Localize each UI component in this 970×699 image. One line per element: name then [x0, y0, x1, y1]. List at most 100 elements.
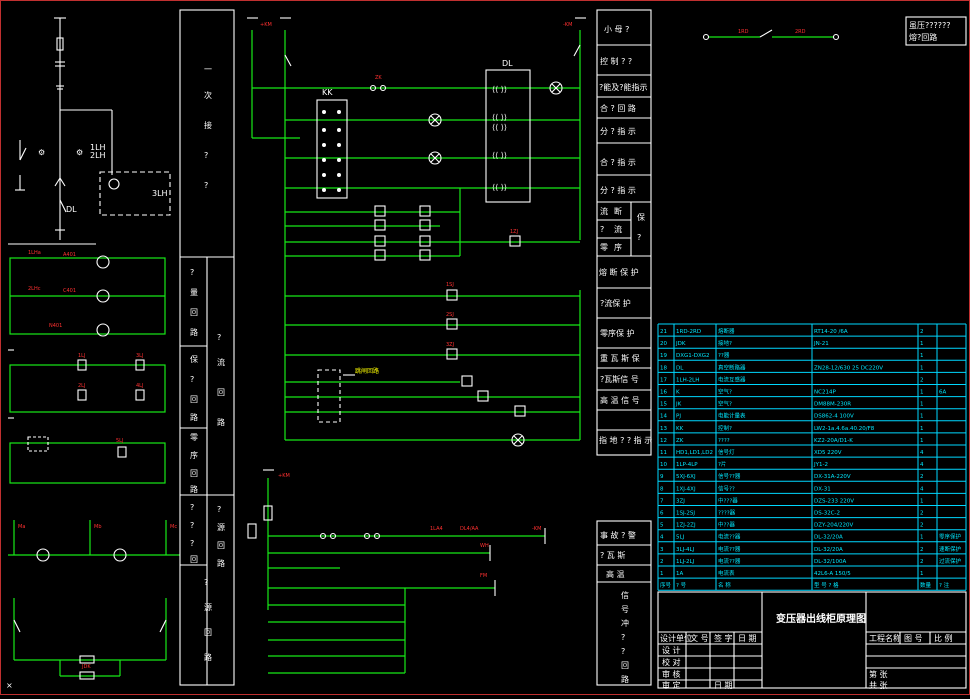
parts-table-cell-no: 9	[660, 474, 664, 480]
right-label-column: 小 母 ? 控 制 ? ? ?能及?能指示 合 ? 回 路 分 ? 指 示 合 …	[596, 9, 652, 686]
primary-label-4: ?	[204, 181, 208, 190]
svg-text:ZK: ZK	[375, 75, 382, 81]
parts-table-cell-model: DS862-4 100V	[814, 414, 854, 420]
rc-row-3: 合 ? 回 路	[600, 103, 636, 113]
tb-mid-0: 文 号	[690, 633, 709, 643]
svg-text:Mb: Mb	[94, 524, 102, 530]
parts-table-header-name: 名 称	[718, 581, 731, 589]
parts-table-cell-model: DL-32/20A	[814, 535, 843, 541]
parts-table-cell-no: 8	[660, 486, 664, 492]
parts-table-cell-name: 空气?	[718, 400, 732, 408]
parts-table-cell-qty: 4	[920, 450, 924, 456]
parts-table-cell-model: DL-32/20A	[814, 547, 843, 553]
parts-table-cell-note: 速断保护	[939, 545, 962, 553]
zero-seq-ct-box	[99, 171, 171, 216]
parts-table-cell-name: 中???器	[718, 496, 738, 504]
rc-row-4: 分 ? 指 示	[600, 126, 636, 136]
parts-table-cell-name: 电流互感器	[718, 375, 746, 383]
supply-loop-0: ?	[217, 505, 221, 514]
tb-right-0: 工程名称	[869, 633, 901, 643]
parts-table-cell-model: DM88M-230R	[814, 402, 851, 408]
rc-row-13: 指 地 ? ? 指 示	[599, 435, 652, 445]
parts-table-cell-qty: 1	[920, 390, 924, 396]
svg-text:⟨⟨ ⟩⟩: ⟨⟨ ⟩⟩	[492, 183, 507, 192]
parts-table-cell-code: HD1,LD1,LD2	[676, 450, 713, 456]
svg-text:N401: N401	[49, 323, 62, 329]
parts-table-cell-code: 3LJ-4LJ	[676, 547, 695, 553]
protect-loop-2: 回	[190, 395, 198, 404]
zero-seq-loop-2: 回	[190, 469, 198, 478]
side-c-1: 序	[614, 242, 622, 252]
parts-table-cell-no: 5	[660, 523, 664, 529]
side-b-0: ?	[600, 225, 604, 234]
parts-table-cell-qty: 1	[920, 535, 924, 541]
parts-table-cell-qty: 1	[920, 498, 924, 504]
parts-table-cell-code: 3ZJ	[676, 498, 685, 504]
primary-label-2: 接	[204, 120, 212, 130]
title-block: 变压器出线柜原理图 设计单位 设 计 校 对 审 核 审 定 文 号 签 字 日…	[657, 591, 967, 690]
rc-bottom-v5: 回	[621, 661, 629, 670]
dc-loop-3: 回	[190, 555, 198, 564]
parts-table-cell-qty: 1	[920, 571, 924, 577]
svg-text:2SJ: 2SJ	[446, 312, 454, 318]
parts-table-cell-qty: 2	[920, 474, 924, 480]
fm-label: FM	[480, 573, 487, 579]
tb-mid-2: 日 期	[738, 634, 757, 643]
measure-loop-2: 回	[190, 308, 198, 317]
parts-table-cell-code: 5LJ	[676, 535, 685, 541]
distrib-loop-1: 源	[204, 603, 212, 612]
parts-table-cell-model: DX-31A-220V	[814, 474, 851, 480]
primary-label-0: 一	[204, 65, 212, 74]
svg-text:2LHc: 2LHc	[28, 286, 41, 292]
parts-table-cell-qty: 1	[920, 365, 924, 371]
control-circuit: +KM -KM KK ZK DL ⟨⟨ ⟩⟩ ⟨⟨ ⟩⟩ ⟨⟨ ⟩⟩ ⟨⟨ ⟩⟩…	[247, 17, 586, 674]
supply-loop-2: 回	[217, 541, 225, 550]
side-c-0: 零	[600, 243, 608, 252]
parts-table-cell-model: 42L6-A 150/5	[814, 571, 851, 577]
tb-left-2: 审 核	[662, 669, 681, 679]
parts-table-cell-no: 15	[660, 402, 667, 408]
parts-table-cell-no: 11	[660, 450, 667, 456]
current-loop-0: ?	[217, 333, 221, 342]
parts-table-cell-model: DZY-204/220V	[814, 523, 854, 529]
distrib-loop-0: ?	[204, 578, 208, 587]
parts-table-cell-qty: 1	[920, 426, 924, 432]
rc-bottom-v6: 路	[621, 674, 629, 684]
svg-text:C401: C401	[63, 288, 76, 294]
rc-bottom-v3: ?	[621, 633, 625, 642]
primary-label-1: 次	[204, 90, 212, 100]
parts-table-cell-qty: 1	[920, 353, 924, 359]
measure-loop-0: ?	[190, 268, 194, 277]
parts-table-cell-model: DL-32/100A	[814, 559, 847, 565]
parts-table-cell-qty: 1	[920, 414, 924, 420]
left-label-column: 一 次 接 ? ? ? 量 回 路 保 ? 回 路 零 序 回 路 ? 流 回 …	[179, 9, 235, 686]
parts-table-cell-qty: 4	[920, 486, 924, 492]
parts-table-cell-name: 电流表	[718, 569, 735, 577]
bus-plus-label: +KM	[260, 22, 272, 28]
bus-minus-label: -KM	[563, 22, 572, 28]
rc-bottom-row3: 高 温	[606, 569, 625, 579]
lh1-label: 1LH	[90, 143, 106, 152]
dc-loop-2: ?	[190, 539, 194, 548]
current-loop-1: 流	[217, 357, 225, 367]
parts-table-cell-code: 1SJ-2SJ	[676, 511, 695, 517]
parts-table-cell-code: PJ	[676, 414, 681, 420]
svg-text:⚙: ⚙	[38, 148, 45, 157]
rc-row-0: 小 母 ?	[604, 25, 629, 34]
rc-row-9: 零序保 护	[600, 328, 635, 338]
corner-mark-x: ×	[6, 681, 13, 690]
parts-table-cell-code: DXG1-DXG2	[676, 353, 710, 359]
tb-design-unit: 设计单位	[660, 633, 692, 643]
parts-table-cell-qty: 2	[920, 377, 924, 383]
parts-table-cell-code: 1LH-2LH	[676, 377, 699, 383]
rc-row-11: ?瓦斯信 号	[600, 374, 639, 384]
parts-table-cell-name: ??器	[718, 352, 730, 359]
parts-table-cell-code: JDK	[675, 341, 686, 347]
fuse-loop-wiring: JDK	[13, 598, 167, 680]
parts-table-cell-no: 10	[660, 462, 667, 468]
parts-table-cell-no: 6	[660, 511, 664, 517]
kk-switch-box	[316, 99, 348, 199]
parts-table-cell-qty: 2	[920, 547, 924, 553]
svg-text:DL4/AA: DL4/AA	[460, 526, 479, 532]
parts-table-cell-name: 电流??器	[718, 557, 741, 565]
